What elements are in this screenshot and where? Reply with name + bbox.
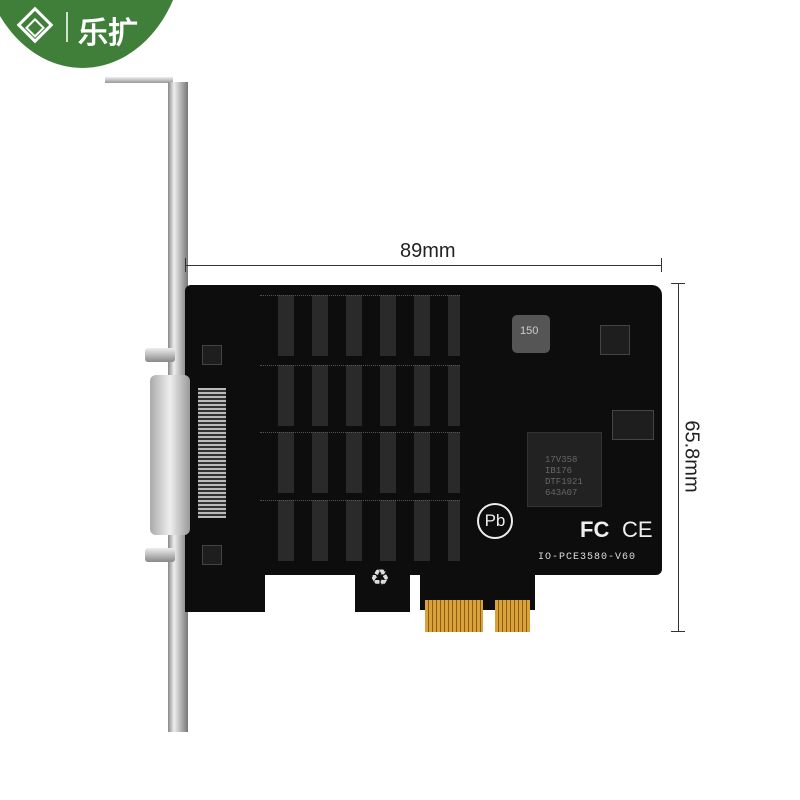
component-row bbox=[260, 500, 460, 561]
weee-icon: ♻ bbox=[370, 565, 390, 590]
db37-connector bbox=[150, 375, 190, 535]
dimension-tick bbox=[671, 283, 685, 284]
width-dimension-line bbox=[185, 265, 662, 266]
screw-icon bbox=[145, 548, 175, 562]
inductor-label: 150 bbox=[520, 325, 539, 337]
fcc-mark: FC bbox=[580, 517, 610, 542]
chip-line: 643A07 bbox=[545, 488, 578, 498]
ce-mark: CE bbox=[622, 517, 653, 542]
height-dimension-line bbox=[678, 283, 679, 632]
chip-line: IB176 bbox=[545, 466, 573, 476]
dimension-tick bbox=[661, 258, 662, 272]
uart-chip bbox=[527, 432, 602, 507]
component-row bbox=[260, 295, 460, 356]
pcb-board-tab bbox=[185, 560, 265, 612]
pcie-gold-fingers bbox=[425, 600, 483, 632]
pcie-gold-fingers bbox=[495, 600, 530, 632]
model-label: IO-PCE3580-V60 bbox=[538, 552, 637, 563]
component-row bbox=[260, 365, 460, 426]
height-label: 65.8mm bbox=[680, 420, 703, 493]
dimension-tick bbox=[671, 631, 685, 632]
dimension-tick bbox=[185, 258, 186, 272]
component bbox=[600, 325, 630, 355]
pb-free-icon: Pb bbox=[477, 503, 513, 539]
width-label: 89mm bbox=[400, 240, 456, 262]
chip-line: 17V358 bbox=[545, 455, 578, 465]
bracket-tab bbox=[105, 77, 173, 83]
component bbox=[202, 345, 222, 365]
component bbox=[202, 545, 222, 565]
pcb-board-tab bbox=[355, 560, 410, 612]
inductor bbox=[512, 315, 550, 353]
component-row bbox=[260, 432, 460, 493]
logo-divider bbox=[66, 12, 68, 42]
chip-line: DTF1921 bbox=[545, 477, 583, 487]
screw-icon bbox=[145, 348, 175, 362]
connector-pins bbox=[198, 388, 226, 518]
component bbox=[612, 410, 654, 440]
chip-marking: 17V358 IB176 DTF1921 643A07 bbox=[545, 455, 583, 499]
logo-text: 乐扩 bbox=[78, 16, 138, 51]
